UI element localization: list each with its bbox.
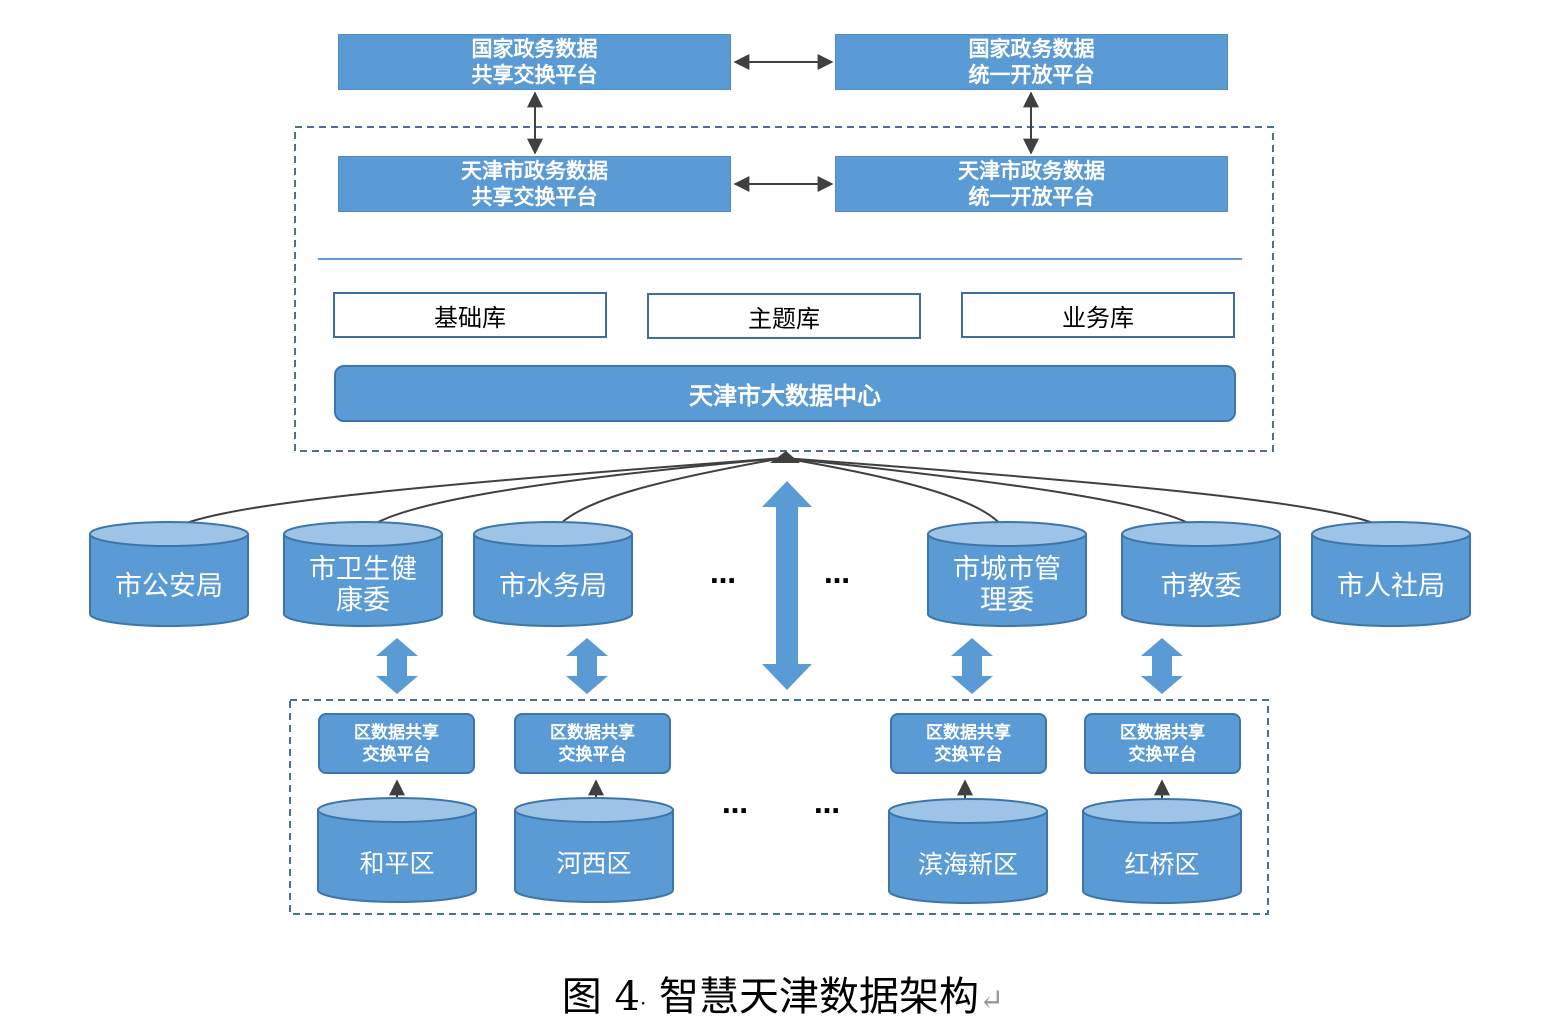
dept-health-line2: 康委 — [336, 585, 390, 616]
dept-water-label: 市水务局 — [474, 555, 632, 617]
department-connectors — [167, 457, 1392, 533]
dept-health-line1: 市卫生健 — [309, 554, 417, 585]
tianjin-exchange-platform: 天津市政务数据 共享交换平台 — [338, 156, 731, 212]
district-platform-line1: 区数据共享 — [1120, 722, 1205, 743]
department-cylinder — [473, 521, 633, 627]
dept-water-text: 市水务局 — [499, 570, 607, 602]
ellipsis-dept-2: … — [824, 560, 852, 590]
library-business: 业务库 — [961, 292, 1235, 338]
district-platform-hexi: 区数据共享 交换平台 — [514, 713, 671, 774]
national-open-line2: 统一开放平台 — [968, 63, 1095, 87]
return-mark-icon: ↵ — [979, 983, 1005, 1018]
district-cylinder — [1082, 798, 1242, 904]
district-platform-line2: 交换平台 — [362, 744, 431, 765]
tianjin-open-line1: 天津市政务数据 — [958, 159, 1105, 183]
dept-hr-text: 市人社局 — [1337, 570, 1445, 602]
department-cylinder — [283, 521, 443, 627]
district-up-arrows — [389, 779, 1170, 810]
district-cylinder — [514, 797, 674, 903]
dept-education-text: 市教委 — [1160, 570, 1242, 602]
dept-urban-line2: 理委 — [980, 585, 1034, 616]
district-hexi-label: 河西区 — [556, 848, 632, 878]
department-cylinder — [89, 521, 249, 627]
district-platform-line1: 区数据共享 — [550, 722, 635, 743]
tianjin-exchange-line2: 共享交换平台 — [471, 185, 598, 209]
department-cylinder — [1121, 521, 1281, 627]
dept-public-security-text: 市公安局 — [115, 570, 223, 602]
district-cylinder — [888, 798, 1048, 904]
district-heping-label: 和平区 — [359, 848, 435, 878]
figure-caption: 图 4· 智慧天津数据架构↵ — [561, 974, 1005, 1020]
national-exchange-line1: 国家政务数据 — [471, 37, 598, 61]
district-cylinder — [317, 797, 477, 903]
tianjin-open-line2: 统一开放平台 — [968, 185, 1095, 209]
district-platform-heping: 区数据共享 交换平台 — [318, 713, 475, 774]
department-cylinder — [927, 521, 1087, 627]
national-exchange-line2: 共享交换平台 — [471, 63, 598, 87]
caption-title: 智慧天津数据架构 — [659, 974, 980, 1020]
department-district-arrows — [376, 638, 1183, 694]
dept-urban-label: 市城市管 理委 — [928, 553, 1086, 617]
national-open-platform: 国家政务数据 统一开放平台 — [835, 34, 1228, 90]
city-platform-frame — [294, 126, 1274, 452]
connector-arrowhead — [770, 451, 800, 463]
district-binhai-label: 滨海新区 — [917, 849, 1018, 879]
department-cylinder — [1311, 521, 1471, 627]
library-theme: 主题库 — [647, 293, 921, 339]
library-basic: 基础库 — [333, 292, 607, 338]
dept-urban-line1: 市城市管 — [953, 554, 1061, 585]
district-platform-line1: 区数据共享 — [354, 722, 439, 743]
district-platform-line2: 交换平台 — [1128, 744, 1197, 765]
big-vertical-arrow — [762, 481, 812, 690]
dept-education-label: 市教委 — [1122, 555, 1280, 617]
district-platform-line2: 交换平台 — [934, 744, 1003, 765]
district-platform-binhai: 区数据共享 交换平台 — [890, 713, 1047, 774]
dept-health-label: 市卫生健 康委 — [284, 553, 442, 617]
cylinder-layer — [89, 521, 1471, 904]
district-platform-line1: 区数据共享 — [926, 722, 1011, 743]
national-exchange-platform: 国家政务数据 共享交换平台 — [338, 34, 731, 90]
district-hongqiao-label: 红桥区 — [1124, 849, 1200, 879]
tianjin-open-platform: 天津市政务数据 统一开放平台 — [835, 156, 1228, 212]
big-data-center: 天津市大数据中心 — [334, 365, 1236, 422]
dept-hr-label: 市人社局 — [1312, 555, 1470, 617]
district-platform-line2: 交换平台 — [558, 744, 627, 765]
ellipsis-dept-1: … — [710, 560, 738, 590]
ellipsis-district-2: … — [814, 790, 842, 820]
dept-public-security-label: 市公安局 — [90, 555, 248, 617]
tianjin-exchange-line1: 天津市政务数据 — [461, 159, 608, 183]
national-open-line1: 国家政务数据 — [968, 37, 1095, 61]
ellipsis-district-1: … — [722, 790, 750, 820]
district-platform-hongqiao: 区数据共享 交换平台 — [1084, 713, 1241, 774]
caption-prefix: 图 4 — [561, 974, 640, 1020]
district-frame — [289, 699, 1269, 915]
